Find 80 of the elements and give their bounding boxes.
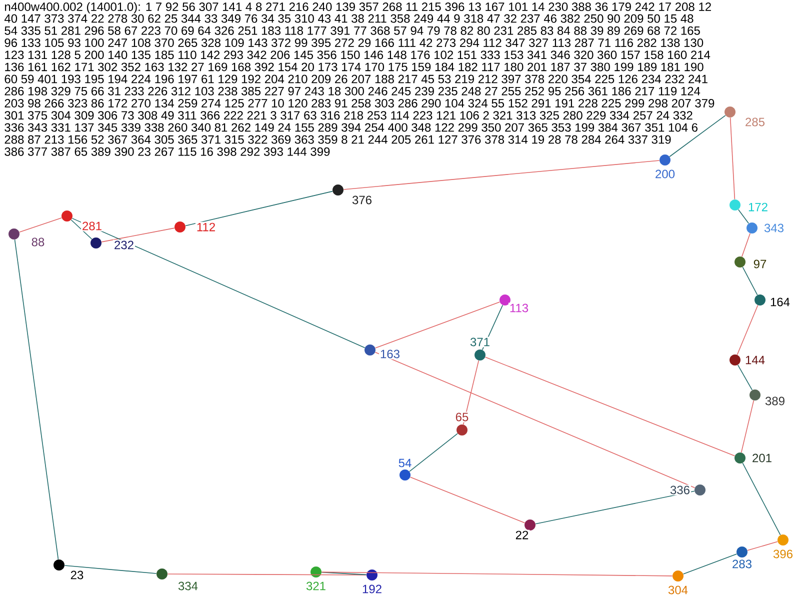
vertex-dot bbox=[730, 354, 740, 366]
vertex-dot bbox=[310, 566, 322, 578]
edge-line bbox=[742, 462, 781, 536]
vertex-dot bbox=[62, 210, 72, 222]
edge-line bbox=[737, 364, 753, 390]
vertex-dot bbox=[750, 390, 760, 400]
edge-line bbox=[64, 565, 157, 574]
header-text: 286 198 329 75 66 31 233 226 312 103 238 385 227 97 243 18 300 246 245 239 235 248 27 255 252 95 256 361 186 217 119 124 bbox=[4, 86, 700, 96]
vertex-number: 200 bbox=[654, 168, 676, 180]
vertex-dot bbox=[694, 484, 706, 496]
edge-line bbox=[730, 117, 736, 200]
edge-line bbox=[343, 160, 660, 190]
header-text: n400w400.002 (14001.0): 1 7 92 56 307 141 4 8 271 216 240 139 357 268 11 215 396 13 167 101 14 230 388 36 179 242 17 208 12 bbox=[5, 2, 711, 14]
vertex-number: 343 bbox=[763, 222, 786, 234]
edge-line bbox=[409, 433, 458, 472]
vertex-dot bbox=[174, 222, 186, 232]
vertex-dot bbox=[364, 344, 376, 356]
header-text: 54 335 51 281 296 58 67 223 70 69 64 326 251 183 118 177 391 77 368 57 94 79 78 82 80 231 285 83 84 88 39 89 269 68 72 165 bbox=[4, 26, 700, 35]
vertex-number: 144 bbox=[744, 354, 766, 366]
edge-line bbox=[482, 304, 504, 350]
vertex-dot bbox=[474, 350, 486, 360]
vertex-dot bbox=[734, 256, 746, 268]
edge-line bbox=[740, 400, 754, 453]
vertex-dot bbox=[90, 238, 102, 248]
vertex-dot bbox=[724, 106, 736, 118]
edge-line bbox=[535, 490, 695, 524]
vertex-dot bbox=[332, 184, 344, 196]
edge-line bbox=[669, 115, 726, 158]
vertex-number: 304 bbox=[667, 584, 690, 596]
vertex-dot bbox=[524, 520, 536, 530]
edge-line bbox=[484, 356, 736, 456]
edge-line bbox=[14, 239, 59, 560]
header-text: 203 98 266 323 86 172 270 134 259 274 125 277 10 120 283 91 258 303 286 290 104 324 55 152 291 191 228 225 299 298 207 379 bbox=[4, 99, 714, 108]
vertex-dot bbox=[54, 560, 64, 570]
edge-line bbox=[101, 228, 175, 242]
edge-line bbox=[167, 574, 367, 576]
edge-line bbox=[736, 304, 758, 356]
header-text: 123 131 128 5 200 140 135 185 110 142 293 342 206 145 356 150 146 148 176 102 151 333 153 341 346 320 360 157 158 160 214 bbox=[5, 50, 710, 60]
edge-line bbox=[19, 217, 62, 233]
vertex-number: 389 bbox=[764, 396, 786, 406]
header-text: 386 377 387 65 389 390 23 267 115 16 398 292 393 144 399 bbox=[4, 147, 330, 156]
header-text: 336 343 331 137 345 339 338 260 340 81 262 149 24 155 289 394 254 400 348 122 299 350 207 365 353 199 384 367 351 104 6 bbox=[4, 123, 698, 132]
edge-line bbox=[321, 572, 367, 576]
edge-line bbox=[185, 190, 333, 226]
vertex-number: 336 bbox=[669, 484, 692, 496]
edge-line bbox=[738, 209, 750, 224]
edge-line bbox=[747, 541, 778, 551]
vertex-dot bbox=[400, 470, 410, 480]
edge-line bbox=[742, 232, 750, 258]
vertex-dot bbox=[456, 424, 468, 436]
vertex-dot bbox=[366, 570, 378, 580]
edge-line bbox=[410, 476, 526, 524]
edge-line bbox=[321, 572, 673, 576]
header-text: 60 59 401 193 195 194 224 196 197 61 129 192 204 210 209 26 207 188 217 45 53 219 212 397 378 220 354 225 126 234 232 241 bbox=[4, 74, 708, 84]
edge-line bbox=[374, 352, 696, 488]
edge-line bbox=[462, 360, 480, 425]
vertex-dot bbox=[156, 568, 168, 580]
edge-line bbox=[682, 554, 738, 574]
edge-line bbox=[742, 266, 758, 296]
header-text: 96 133 105 93 100 247 108 370 265 328 109 143 372 99 395 272 29 166 111 42 273 294 112 347 327 113 287 71 116 282 138 130 bbox=[4, 38, 704, 47]
vertex-dot bbox=[746, 222, 758, 234]
vertex-dot bbox=[778, 534, 788, 546]
header-text: 40 147 373 374 22 278 30 62 25 344 33 349 76 34 35 310 43 41 38 211 358 249 44 9 318 47 32 237 46 382 250 90 209 50 15 48 bbox=[4, 14, 694, 23]
header-text: 136 161 162 171 302 352 163 132 27 169 168 392 154 20 173 174 170 175 159 184 182 117 180 201 187 37 380 199 189 181 190 bbox=[5, 62, 704, 72]
edge-line bbox=[374, 302, 500, 348]
vertex-dot bbox=[754, 294, 766, 306]
vertex-dot bbox=[500, 294, 510, 306]
vertex-number: 285 bbox=[744, 116, 766, 128]
vertex-number: 283 bbox=[731, 558, 754, 570]
vertex-dot bbox=[672, 570, 684, 582]
vertex-dot bbox=[660, 154, 670, 166]
header-text: 301 375 304 309 306 73 308 49 311 366 222 221 3 317 63 316 218 253 114 223 121 106 2 321 313 325 280 229 334 257 24 332 bbox=[4, 111, 692, 120]
edge-line bbox=[70, 219, 92, 240]
edge-line bbox=[72, 218, 366, 348]
vertex-dot bbox=[736, 546, 748, 558]
vertex-dot bbox=[730, 200, 740, 210]
vertex-dot bbox=[734, 452, 746, 464]
header-text: 288 87 213 156 52 367 364 305 365 371 315 322 369 363 359 8 21 244 205 261 127 376 378 314 19 28 78 284 264 337 319 bbox=[4, 135, 671, 144]
vertex-number: 164 bbox=[769, 296, 792, 308]
vertex-dot bbox=[8, 228, 20, 240]
